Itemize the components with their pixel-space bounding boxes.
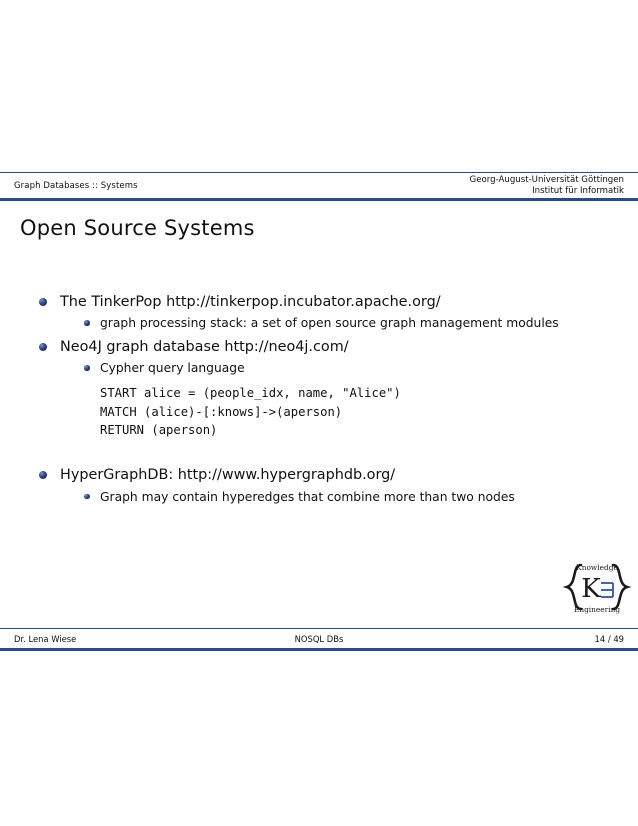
list-item: HyperGraphDB: http://www.hypergraphdb.or… <box>0 465 638 506</box>
spacer <box>0 443 638 465</box>
list-item: The TinkerPop http://tinkerpop.incubator… <box>0 292 638 333</box>
list-item-label: graph processing stack: a set of open so… <box>100 316 559 331</box>
list-item: Cypher query language <box>60 360 638 377</box>
footer-top-rule <box>0 628 638 629</box>
logo-letter-k: K <box>581 574 601 604</box>
logo-bottom-word: Engineering <box>574 605 620 614</box>
left-brace-icon <box>562 563 583 611</box>
footer-bar: Dr. Lena Wiese NOSQL DBs 14 / 49 <box>0 629 638 648</box>
bullet-dot-icon <box>84 365 90 371</box>
bullet-list-level2: graph processing stack: a set of open so… <box>60 315 638 332</box>
bullet-dot-icon <box>39 298 47 306</box>
logo-top-word: Knowledge <box>576 563 618 572</box>
header-top-rule <box>0 172 638 173</box>
footer-page-number: 14 / 49 <box>594 633 624 644</box>
footer-bottom-rule <box>0 648 638 651</box>
bullet-list-level2: Cypher query language <box>60 360 638 377</box>
right-brace-icon <box>611 563 632 611</box>
bullet-dot-icon <box>39 471 47 480</box>
slide-header: Graph Databases :: Systems Georg-August-… <box>0 172 638 201</box>
header-bottom-rule <box>0 198 638 201</box>
header-institution-line2: Institut für Informatik <box>532 185 624 196</box>
bullet-list-level2: Graph may contain hyperedges that combin… <box>60 489 638 506</box>
list-item-label: Cypher query language <box>100 361 245 376</box>
bullet-list-level1: The TinkerPop http://tinkerpop.incubator… <box>0 292 638 506</box>
header-institution: Georg-August-Universität Göttingen Insti… <box>470 175 624 196</box>
slide-footer: Dr. Lena Wiese NOSQL DBs 14 / 49 <box>0 628 638 651</box>
list-item: Neo4J graph database http://neo4j.com/ C… <box>0 337 638 440</box>
list-item: graph processing stack: a set of open so… <box>60 315 638 332</box>
header-institution-line1: Georg-August-Universität Göttingen <box>469 175 624 186</box>
bullet-dot-icon <box>84 493 90 500</box>
bullet-dot-icon <box>84 320 90 326</box>
list-item: Graph may contain hyperedges that combin… <box>60 489 638 506</box>
slide-body: The TinkerPop http://tinkerpop.incubator… <box>0 292 638 510</box>
logo-svg: Knowledge K Engineering <box>562 563 632 614</box>
header-breadcrumb: Graph Databases :: Systems <box>14 180 138 191</box>
list-item-label: HyperGraphDB: http://www.hypergraphdb.or… <box>60 467 396 484</box>
cypher-code-block: START alice = (people_idx, name, "Alice"… <box>100 386 401 437</box>
list-item-label: Graph may contain hyperedges that combin… <box>100 489 515 504</box>
logo-reversed-e-icon <box>601 582 614 598</box>
bullet-dot-icon <box>39 342 47 351</box>
footer-subject: NOSQL DBs <box>294 633 344 644</box>
knowledge-engineering-logo: Knowledge K Engineering <box>561 556 633 618</box>
header-bar: Graph Databases :: Systems Georg-August-… <box>0 173 638 198</box>
list-item-label: The TinkerPop http://tinkerpop.incubator… <box>60 294 441 310</box>
list-item-label: Neo4J graph database http://neo4j.com/ <box>60 338 349 355</box>
footer-author: Dr. Lena Wiese <box>14 633 77 644</box>
page-title: Open Source Systems <box>20 216 255 240</box>
